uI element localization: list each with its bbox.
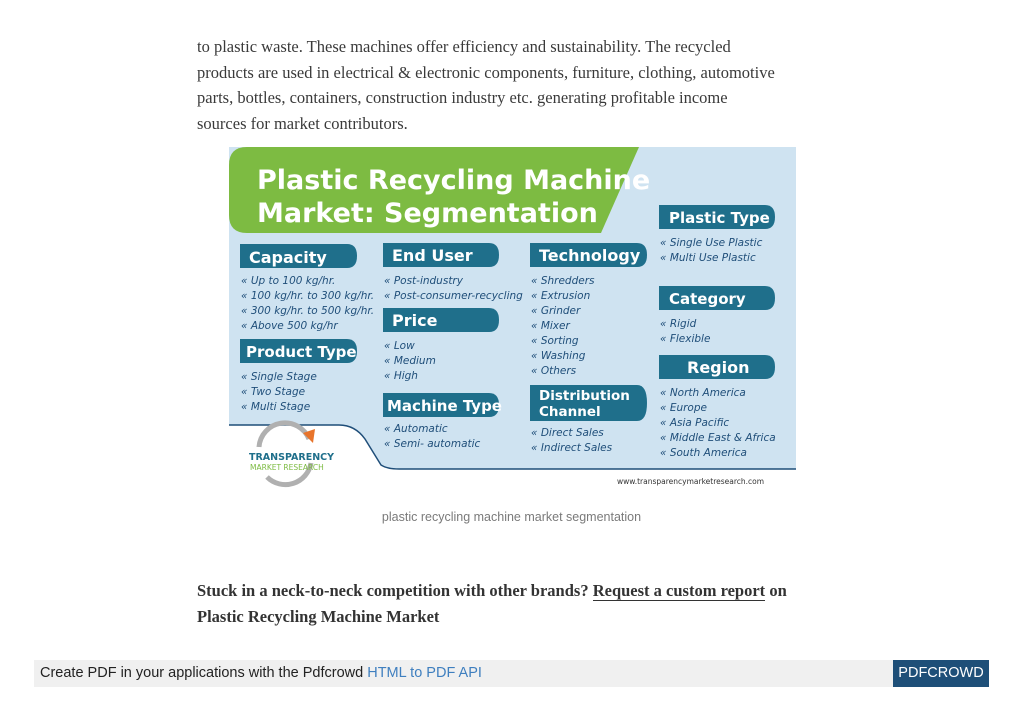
- footer-strip-border: [229, 424, 796, 470]
- machine-type-item: « Semi- automatic: [384, 438, 481, 450]
- technology-item: « Others: [531, 365, 577, 377]
- custom-report-cta: Stuck in a neck-to-neck competition with…: [197, 578, 817, 629]
- end-user-item: « Post-consumer-recycling: [384, 290, 523, 302]
- end-user-heading-box: [383, 243, 499, 267]
- tmr-logo-icon: [256, 420, 315, 488]
- distribution-heading-box: [530, 385, 647, 421]
- price-item: « High: [384, 370, 418, 382]
- distribution-heading-line-1: Distribution: [539, 388, 630, 404]
- machine-type-heading: Machine Type: [387, 397, 502, 415]
- price-heading-box: [383, 308, 499, 332]
- region-item: « Europe: [660, 402, 707, 414]
- category-heading: Category: [669, 290, 746, 308]
- price-item: « Low: [384, 340, 415, 352]
- logo-line-1: TRANSPARENCY: [249, 452, 334, 463]
- technology-heading-box: [530, 243, 647, 267]
- distribution-heading-line-2: Channel: [539, 404, 601, 420]
- plastic-type-heading: Plastic Type: [669, 209, 770, 227]
- technology-item: « Extrusion: [531, 290, 590, 302]
- technology-item: « Sorting: [531, 335, 579, 347]
- technology-item: « Shredders: [531, 275, 595, 287]
- capacity-item: « Up to 100 kg/hr.: [241, 275, 335, 287]
- website-url: www.transparencymarketresearch.com: [617, 477, 764, 486]
- paragraph-line: parts, bottles, containers, construction…: [197, 88, 728, 107]
- title-banner: [229, 147, 639, 233]
- region-item: « Middle East & Africa: [660, 432, 776, 444]
- technology-heading: Technology: [539, 246, 641, 265]
- capacity-item: « Above 500 kg/hr: [241, 320, 338, 332]
- paragraph-line: sources for market contributors.: [197, 113, 408, 133]
- logo-line-2: MARKET RESEARCH: [250, 463, 324, 472]
- region-item: « Asia Pacific: [660, 417, 729, 429]
- footer-text-wrap: Create PDF in your applications with the…: [40, 665, 482, 681]
- machine-type-heading-box: [383, 393, 499, 417]
- capacity-heading: Capacity: [249, 248, 327, 267]
- cta-text: Stuck in a neck-to-neck competition with…: [197, 581, 589, 600]
- segmentation-infographic: Plastic Recycling Machine Market: Segmen…: [229, 147, 796, 493]
- price-item: « Medium: [384, 355, 436, 367]
- plastic-type-item: « Multi Use Plastic: [660, 252, 756, 264]
- product-type-item: « Single Stage: [241, 371, 317, 383]
- pdfcrowd-footer: Create PDF in your applications with the…: [34, 660, 989, 687]
- cta-suffix: on Plastic Recycling Machine Market: [197, 581, 787, 626]
- plastic-type-heading-box: [659, 205, 775, 229]
- distribution-item: « Direct Sales: [531, 427, 604, 439]
- price-heading: Price: [392, 311, 438, 330]
- plastic-type-item: « Single Use Plastic: [660, 237, 763, 249]
- end-user-heading: End User: [392, 246, 473, 265]
- html-to-pdf-api-link[interactable]: HTML to PDF API: [367, 665, 482, 681]
- technology-item: « Mixer: [531, 320, 570, 332]
- footer-text: Create PDF in your applications with the…: [40, 665, 364, 681]
- category-item: « Flexible: [660, 333, 710, 345]
- machine-type-item: « Automatic: [384, 423, 448, 435]
- infographic-svg: Plastic Recycling Machine Market: Segmen…: [229, 147, 796, 493]
- product-type-item: « Two Stage: [241, 386, 305, 398]
- paragraph-line: to plastic waste. These machines offer e…: [197, 37, 731, 56]
- region-item: « South America: [660, 447, 747, 459]
- capacity-item: « 300 kg/hr. to 500 kg/hr.: [241, 305, 374, 317]
- region-heading: Region: [687, 358, 750, 377]
- capacity-item: « 100 kg/hr. to 300 kg/hr.: [241, 290, 374, 302]
- distribution-item: « Indirect Sales: [531, 442, 613, 454]
- technology-item: « Washing: [531, 350, 586, 362]
- paragraph-line: products are used in electrical & electr…: [197, 62, 775, 82]
- category-item: « Rigid: [660, 318, 697, 330]
- technology-item: « Grinder: [531, 305, 581, 317]
- request-custom-report-link[interactable]: Request a custom report: [592, 581, 766, 601]
- capacity-heading-box: [240, 244, 357, 268]
- title-line-2: Market: Segmentation: [257, 198, 598, 229]
- article-paragraph: to plastic waste. These machines offer e…: [197, 34, 837, 136]
- title-line-1: Plastic Recycling Machine: [257, 165, 650, 196]
- product-type-item: « Multi Stage: [241, 401, 310, 413]
- product-type-heading-box: [240, 339, 357, 363]
- product-type-heading: Product Type: [246, 343, 357, 361]
- figure-caption: plastic recycling machine market segment…: [381, 510, 642, 524]
- region-item: « North America: [660, 387, 746, 399]
- region-heading-box: [659, 355, 775, 379]
- end-user-item: « Post-industry: [384, 275, 464, 287]
- footer-strip: [229, 425, 796, 493]
- category-heading-box: [659, 286, 775, 310]
- pdfcrowd-button[interactable]: PDFCROWD: [893, 660, 989, 687]
